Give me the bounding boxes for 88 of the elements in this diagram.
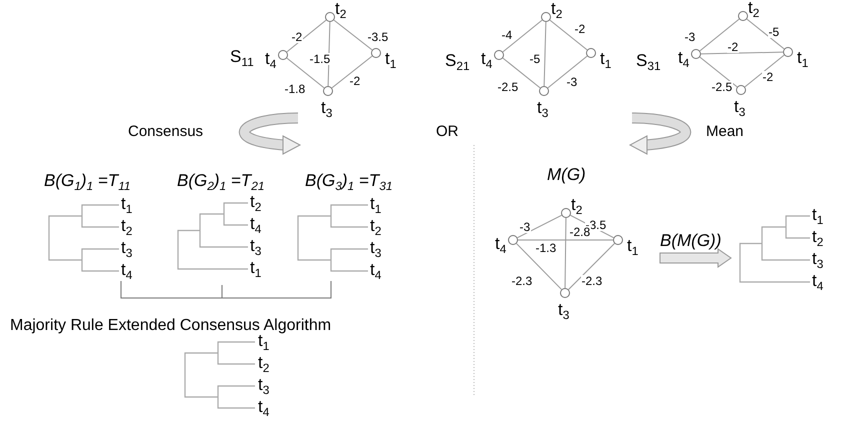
vertex-label: t$_{4}$ [495,235,506,252]
vertex-label: t$_{4}$ [481,50,492,67]
vertex-label: t$_{2}$ [748,0,760,16]
leaf-label: t$_{2}$ [258,354,270,371]
edge-label: -1.3 [534,242,558,254]
edge-label: -4 [500,29,514,41]
edge-label: -5 [768,26,780,38]
graph-title: M(G) [547,166,586,183]
edge-label: -3 [684,31,696,43]
leaf-label: t$_{3}$ [121,239,132,256]
graph-edge [331,56,373,88]
edge-label: -1.5 [308,53,332,65]
edge-label: -5 [528,53,542,65]
graph-edge [699,18,740,52]
edge-label: -2 [348,75,362,87]
arrow-label: B(M(G)) [660,232,722,249]
leaf-label: t$_{3}$ [258,376,270,393]
graph-edge [502,58,541,88]
leaf-label: t$_{3}$ [370,239,382,256]
graph-edge [516,243,562,290]
leaf-label: t$_{1}$ [370,195,382,212]
graph-edge [544,22,546,86]
graph-edge [549,20,588,50]
edge-label: -2.5 [496,81,520,93]
edge-label: -2.8 [568,226,592,238]
graph-edge [699,56,738,88]
vertex-label: t$_{1}$ [797,49,808,66]
leaf-label: t$_{4}$ [258,398,270,415]
leaf-label: t$_{3}$ [812,250,824,267]
vertex-label: t$_{1}$ [385,50,396,67]
edge-label: -2.3 [510,275,534,287]
leaf-label: t$_{4}$ [250,215,262,232]
vertex-label: t$_{3}$ [321,99,332,116]
edge-label: -2 [290,31,304,43]
tree-title: B(G$_{3}$)$_{1}$ =T$_{31}$ [305,172,392,189]
leaf-label: t$_{2}$ [121,217,132,234]
graph-edge [570,214,614,238]
vertex-label: t$_{2}$ [551,0,562,17]
leaf-label: t$_{4}$ [812,272,824,289]
graph-name: S$_{21}$ [445,52,470,69]
edge-label: -2 [762,71,774,83]
edge-label: -1.8 [284,83,306,95]
graph-edge [564,218,566,288]
graph-edge [547,56,588,88]
edge-label: -2.5 [710,81,734,93]
leaf-label: t$_{2}$ [370,217,382,234]
leaf-label: t$_{1}$ [258,332,270,349]
vertex-label: t$_{4}$ [265,50,276,67]
algorithm-label: Majority Rule Extended Consensus Algorithm [10,318,332,334]
graph-edge [516,214,562,238]
tree-title: B(G$_{1}$)$_{1}$ =T$_{11}$ [44,172,131,189]
vertex-label: t$_{2}$ [335,0,346,17]
leaf-label: t$_{1}$ [812,206,824,223]
step-label: Mean [706,124,744,139]
leaf-label: t$_{2}$ [250,193,262,210]
edge-label: -3 [518,221,532,233]
edge-label: -3.5 [366,31,390,43]
graph-edge [744,54,785,88]
graph-edge [700,52,784,54]
edge-label: -2 [574,23,586,35]
edge-label: -2 [726,41,740,53]
graph-name: S$_{11}$ [230,48,254,65]
graph-edge [328,22,330,86]
vertex-label: t$_{1}$ [627,237,638,254]
leaf-label: t$_{2}$ [812,228,824,245]
graph-edge [746,18,785,50]
leaf-label: t$_{1}$ [121,195,132,212]
vertex-label: t$_{3}$ [537,99,548,116]
step-label: OR [436,124,458,139]
leaf-label: t$_{3}$ [250,237,262,254]
vertex-label: t$_{3}$ [558,301,570,318]
leaf-label: t$_{4}$ [121,261,132,278]
vertex-label: t$_{2}$ [571,196,582,213]
vertex-label: t$_{4}$ [678,49,690,66]
graph-edge [286,20,327,52]
leaf-label: t$_{4}$ [370,261,382,278]
graph-edge [286,58,325,88]
vertex-label: t$_{3}$ [734,98,746,115]
vertex-label: t$_{1}$ [600,50,612,67]
graph-edge [333,20,373,50]
tree-title: B(G$_{2}$)$_{1}$ =T$_{21}$ [177,172,264,189]
graph-edge [568,243,615,290]
graph-edge [502,20,543,52]
leaf-label: t$_{1}$ [250,259,262,276]
edge-label: -3 [566,76,578,88]
edge-label: -2.3 [580,275,604,287]
graph-name: S$_{31}$ [636,52,661,69]
step-label: Consensus [128,124,204,139]
